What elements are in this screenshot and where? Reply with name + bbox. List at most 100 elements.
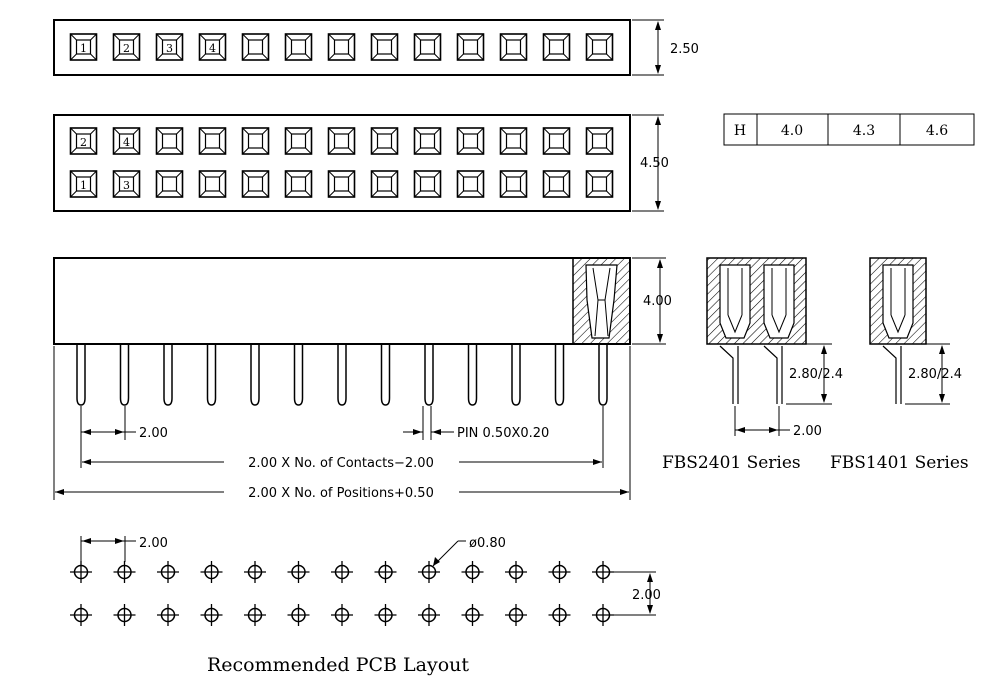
- socket-cell: [327, 33, 356, 61]
- pcb-hole: [287, 561, 310, 583]
- side-view-pin: [206, 344, 217, 406]
- socket-cell: [241, 127, 270, 155]
- pcb-hole: [200, 604, 223, 626]
- pcb-hole: [418, 604, 440, 626]
- socket-cell: [542, 127, 571, 155]
- side-view-pin: [293, 344, 304, 406]
- side-view-pin: [163, 344, 173, 406]
- side-view-pin: [467, 344, 478, 406]
- single-row-sockets: [69, 33, 614, 61]
- pcb-hole: [331, 561, 353, 583]
- pcb-hole: [331, 604, 353, 626]
- pin-label-3-bottom: 3: [123, 179, 130, 192]
- side-view-pin: [598, 344, 608, 406]
- side-view-pin: [250, 344, 260, 406]
- side-view-pin: [511, 344, 521, 406]
- pcb-hole: [505, 604, 527, 626]
- socket-cell: [155, 170, 184, 198]
- double-row-height-dim: 4.50: [640, 156, 669, 171]
- pcb-hole: [418, 561, 440, 583]
- pcb-hole: [461, 561, 484, 583]
- pcb-hole: [70, 561, 92, 583]
- socket-cell: [456, 170, 485, 198]
- fbs1401-caption: FBS1401 Series: [830, 453, 969, 473]
- socket-cell: [112, 127, 141, 155]
- socket-cell: [112, 170, 141, 198]
- socket-cell: [499, 127, 528, 155]
- socket-cell: [155, 33, 184, 61]
- pcb-hole: [374, 604, 397, 626]
- side-view-pin: [337, 344, 347, 406]
- socket-cell: [499, 170, 528, 198]
- table-value-3: 4.6: [926, 123, 948, 139]
- socket-cell: [198, 170, 227, 198]
- pcb-hole: [113, 604, 136, 626]
- socket-cell: [413, 170, 442, 198]
- pin-label-3: 3: [166, 42, 173, 55]
- socket-cell: [155, 127, 184, 155]
- socket-cell: [456, 127, 485, 155]
- side-view: 4.00 2.00 PIN 0.50X0.20 2.00 X No. of Co…: [53, 257, 672, 501]
- side-view-pins: [76, 344, 608, 406]
- pin-label-2: 2: [123, 42, 130, 55]
- pin-label-1: 1: [80, 42, 87, 55]
- socket-cell: [370, 127, 399, 155]
- pin-label-2-top: 2: [80, 136, 87, 149]
- pcb-hole-dim: ø0.80: [469, 536, 506, 551]
- contacts-formula: 2.00 X No. of Contacts−2.00: [248, 456, 434, 471]
- pcb-hole: [592, 604, 614, 626]
- socket-cell: [585, 33, 614, 61]
- socket-cell: [413, 127, 442, 155]
- side-view-pin: [554, 344, 565, 406]
- socket-cell: [69, 127, 98, 155]
- pcb-hole: [505, 561, 527, 583]
- pcb-hole: [287, 604, 310, 626]
- pcb-layout-caption: Recommended PCB Layout: [207, 654, 469, 676]
- socket-cell: [112, 33, 141, 61]
- pcb-hole: [548, 604, 571, 626]
- socket-cell: [499, 33, 528, 61]
- height-table: H 4.0 4.3 4.6: [723, 113, 975, 146]
- socket-cell: [542, 170, 571, 198]
- double-row-sockets: [69, 127, 614, 198]
- pcb-hole: [70, 604, 92, 626]
- side-view-pin: [119, 344, 130, 406]
- pcb-hole: [157, 604, 179, 626]
- table-value-1: 4.0: [781, 123, 803, 139]
- socket-cell: [413, 33, 442, 61]
- side-view-height-dim: 4.00: [643, 294, 672, 309]
- socket-cell: [241, 33, 270, 61]
- socket-cell: [585, 127, 614, 155]
- pcb-layout: 2.00 ø0.80 2.00 Recommended PCB Layout: [70, 536, 661, 676]
- pcb-hole: [374, 561, 397, 583]
- fbs2401-tail-dim: 2.80/2.4: [789, 367, 843, 382]
- single-row-housing: [53, 19, 631, 76]
- fbs2401-section-view: 2.00 2.80/2.4 FBS2401 Series: [662, 257, 843, 473]
- side-view-pin: [380, 344, 391, 406]
- socket-cell: [370, 170, 399, 198]
- table-header-h: H: [734, 123, 746, 139]
- fbs1401-section-view: 2.80/2.4 FBS1401 Series: [830, 257, 969, 473]
- socket-cell: [241, 170, 270, 198]
- pcb-hole: [592, 561, 614, 583]
- socket-cell: [327, 127, 356, 155]
- double-row-housing: [53, 114, 631, 212]
- socket-cell: [370, 33, 399, 61]
- socket-cell: [327, 170, 356, 198]
- socket-cell: [69, 170, 98, 198]
- pcb-hole: [244, 604, 266, 626]
- side-view-pin: [76, 344, 86, 406]
- single-row-top-view: 1 2 3 4 2.50: [53, 19, 699, 76]
- socket-cell: [542, 33, 571, 61]
- pcb-hole: [461, 604, 484, 626]
- pcb-hole: [548, 561, 571, 583]
- pin-label-1-bottom: 1: [80, 179, 87, 192]
- pcb-hole: [113, 561, 136, 583]
- pcb-hole: [244, 561, 266, 583]
- socket-cell: [69, 33, 98, 61]
- socket-cell: [456, 33, 485, 61]
- socket-cell: [198, 127, 227, 155]
- pcb-hole: [157, 561, 179, 583]
- socket-cell: [284, 33, 313, 61]
